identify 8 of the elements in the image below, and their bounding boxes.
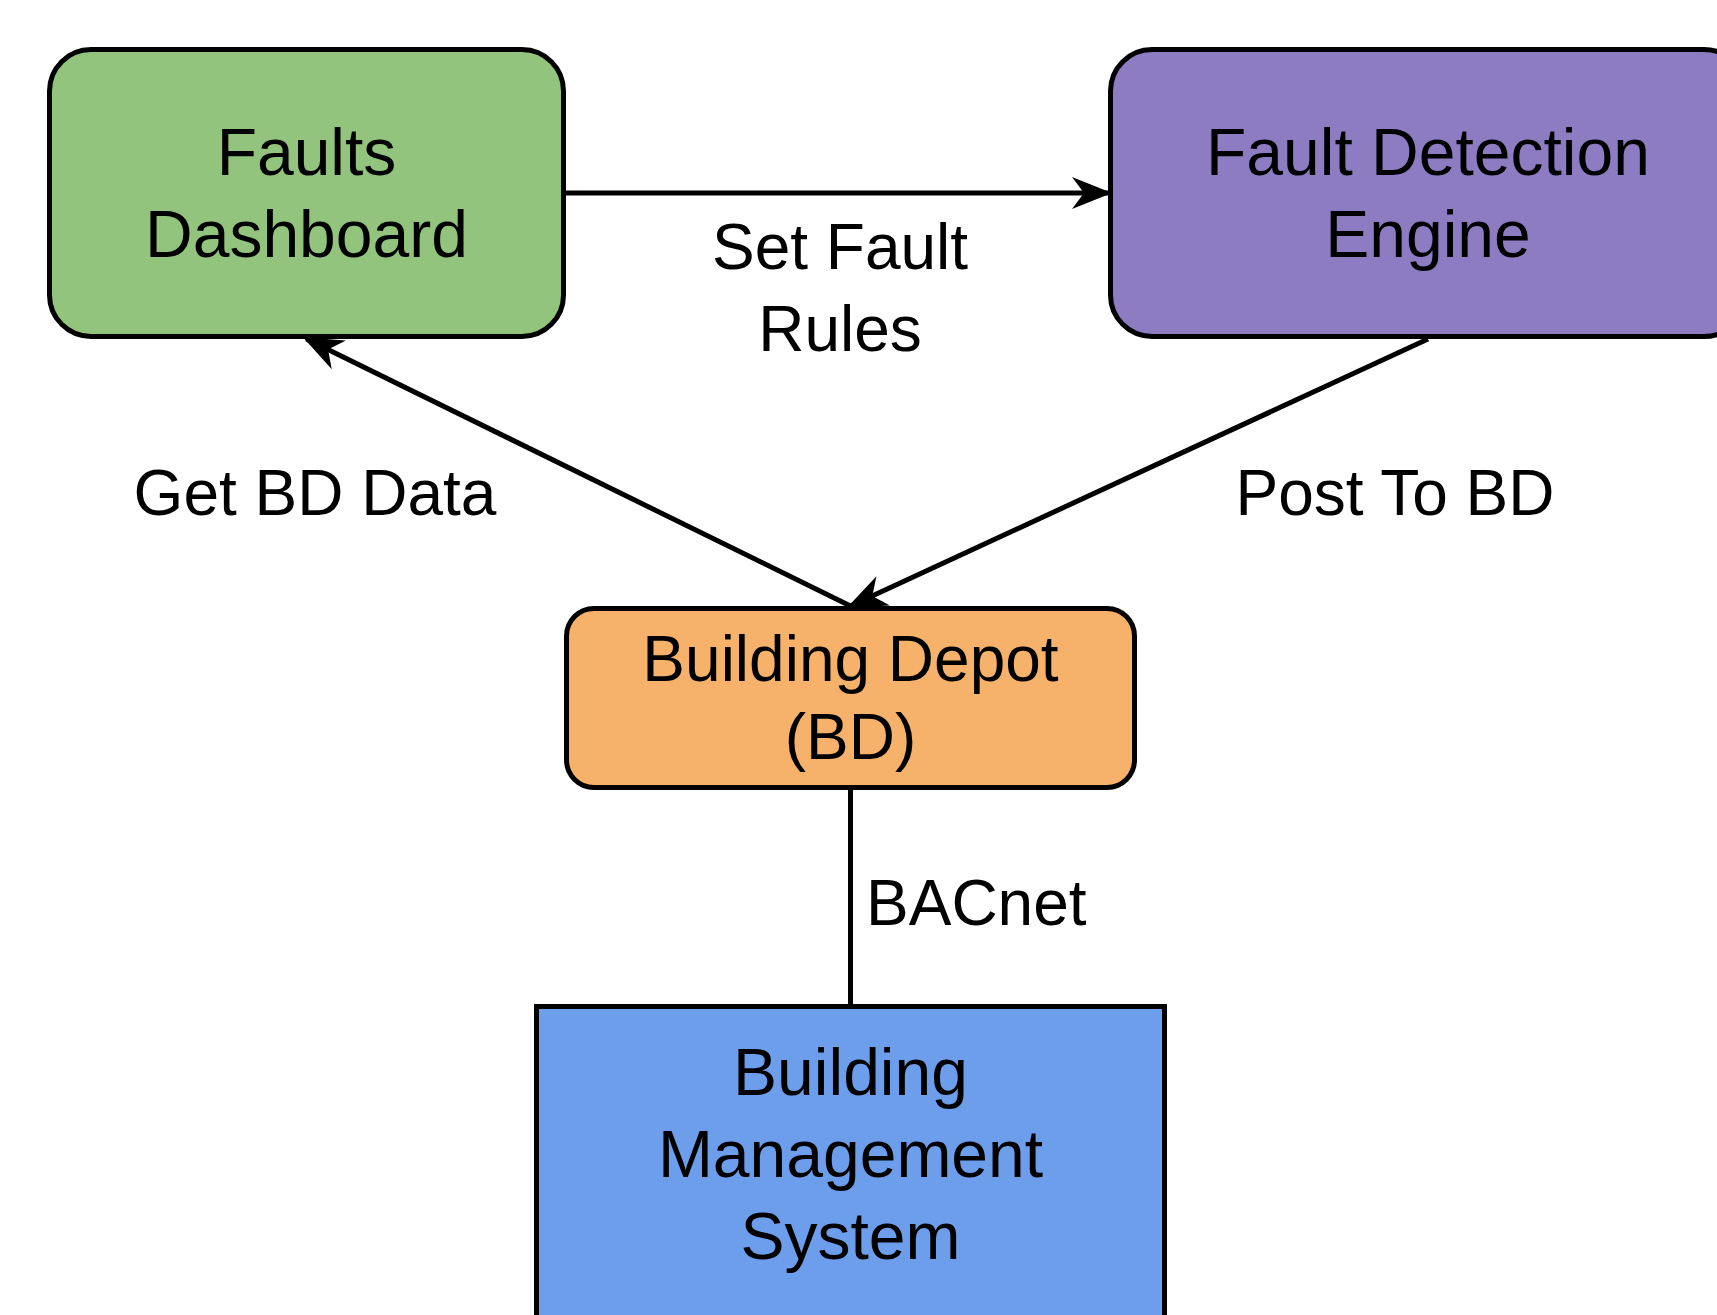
box-label: Fault Detection Engine bbox=[1205, 114, 1651, 273]
box-label: Building Depot (BD) bbox=[641, 622, 1060, 775]
box-label: Faults Dashboard bbox=[144, 114, 469, 273]
process-box bbox=[534, 1004, 1167, 1315]
box-label: Building Management System bbox=[656, 1034, 1045, 1275]
process-box bbox=[1108, 47, 1717, 339]
process-box bbox=[47, 47, 566, 339]
process-box bbox=[564, 606, 1137, 790]
